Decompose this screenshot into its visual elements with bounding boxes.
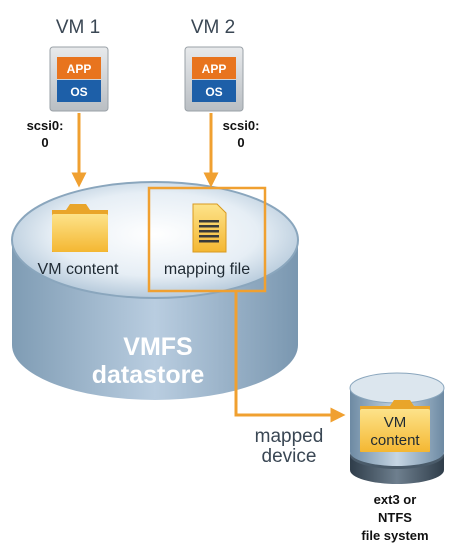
mapped-device-line1: mapped <box>255 426 324 447</box>
datastore-title-line1: VMFS <box>123 333 192 361</box>
device-content-line1: VM <box>384 414 407 431</box>
mapping-file-highlight <box>147 186 267 293</box>
filesystem-line2: NTFS <box>378 510 412 525</box>
vm1-app-label: APP <box>67 62 92 76</box>
vm2-scsi-line1: scsi0: <box>223 118 260 133</box>
device-content-line2: content <box>370 432 420 449</box>
vm1-scsi-line1: scsi0: <box>27 118 64 133</box>
mapping-file-label: mapping file <box>164 261 250 278</box>
filesystem-line1: ext3 or <box>374 492 417 507</box>
filesystem-line3: file system <box>361 528 428 543</box>
mapping-to-device-arrow <box>234 291 346 423</box>
vm1-icon <box>49 46 109 112</box>
device-folder-icon <box>360 400 430 452</box>
vm2-os-label: OS <box>205 85 222 99</box>
vm1-os-label: OS <box>70 85 87 99</box>
vm-content-label: VM content <box>38 261 119 278</box>
vm2-icon <box>184 46 244 112</box>
mapped-device-line2: device <box>262 446 317 467</box>
vm1-scsi-line2: 0 <box>41 135 48 150</box>
document-icon <box>192 203 227 253</box>
vm2-app-label: APP <box>202 62 227 76</box>
vm2-scsi-line2: 0 <box>237 135 244 150</box>
folder-icon <box>52 204 108 252</box>
datastore-title-line2: datastore <box>92 361 205 389</box>
vm1-title: VM 1 <box>56 17 100 38</box>
vm2-title: VM 2 <box>191 17 235 38</box>
